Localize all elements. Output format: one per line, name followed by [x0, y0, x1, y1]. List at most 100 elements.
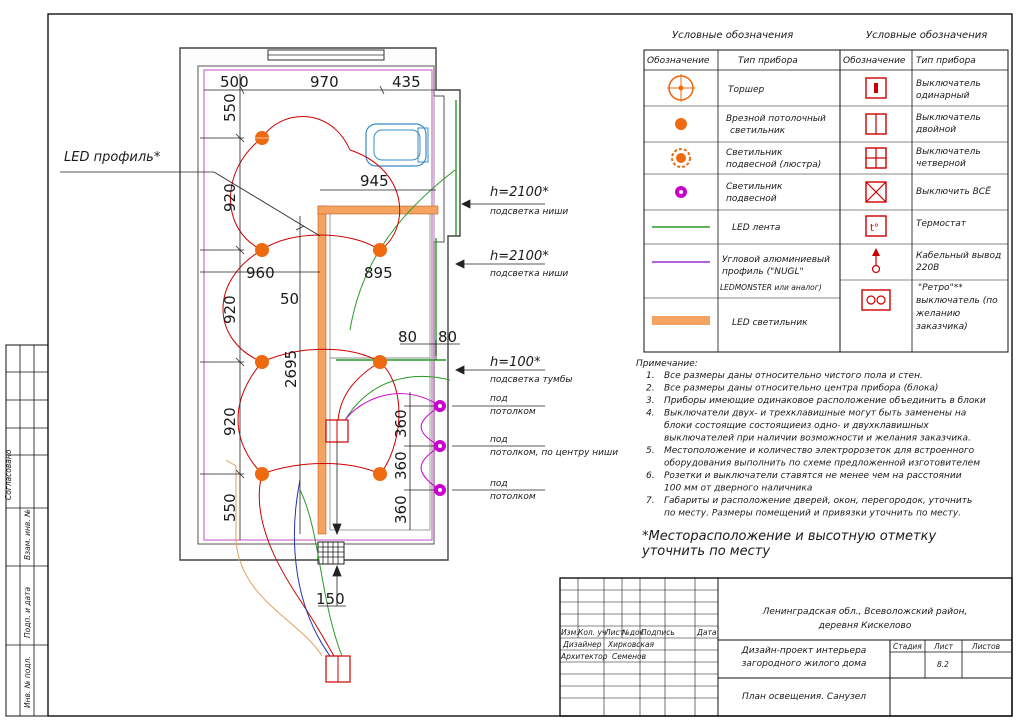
note-line: Габариты и расположение дверей, окон, пе… — [664, 496, 972, 506]
tb-head-sign: Подпись — [641, 628, 675, 637]
note-number: 4. — [646, 409, 655, 419]
note-line: Все размеры даны относительно чистого по… — [664, 371, 923, 381]
dim-500: 500 — [220, 73, 249, 91]
pendant-lights — [434, 400, 446, 496]
dim-550-top: 550 — [221, 93, 239, 122]
legend-right-7a: "Ретро"** — [918, 283, 963, 293]
legend-left-3a: Светильник — [726, 148, 783, 158]
floor-plan: 500 970 435 550 920 920 920 550 945 960 … — [60, 47, 618, 683]
tb-sheets-head: Листов — [971, 642, 1000, 651]
socket-3-line2: потолком — [490, 492, 536, 502]
dim-360-2: 360 — [392, 451, 410, 480]
dim-435: 435 — [392, 73, 421, 91]
recessed-light-icon — [675, 118, 687, 130]
footnote-line-1: *Месторасположение и высотную отметку — [642, 529, 936, 544]
dim-920-1: 920 — [221, 183, 239, 212]
ceiling-lights — [254, 131, 387, 481]
legend-left-4a: Светильник — [726, 182, 783, 192]
svg-text:t°: t° — [870, 223, 879, 234]
dim-360-1: 360 — [392, 409, 410, 438]
led-luminaire-icon — [652, 316, 710, 325]
tb-head-date: Дата — [696, 628, 717, 637]
legend-right-7d: заказчика) — [916, 322, 968, 332]
tb-stage-head: Стадия — [893, 642, 922, 651]
dim-2695: 2695 — [282, 350, 300, 388]
socket-2-line1: под — [490, 435, 508, 445]
tb-name-1: Хирковская — [607, 640, 655, 649]
recessed-light — [255, 467, 269, 481]
callout-3-height: h=100* — [490, 355, 541, 370]
dim-80-a: 80 — [398, 328, 417, 346]
note-number: 2. — [646, 384, 655, 394]
master-off-switch-icon — [865, 181, 887, 203]
dimension-lines — [60, 74, 460, 607]
tb-role-1: Дизайнер — [562, 640, 602, 649]
thermostat-icon: t° — [865, 215, 887, 237]
single-switch-icon — [865, 77, 887, 99]
note-line: Приборы имеющие одинаковое расположение … — [664, 396, 986, 406]
tb-sheet-head: Лист — [933, 642, 954, 651]
note-number: 3. — [646, 396, 655, 406]
socket-3-line1: под — [490, 479, 508, 489]
callout-leaders — [332, 199, 545, 606]
side-stamp-agreed: Согласовано — [4, 449, 13, 500]
note-number: 5. — [646, 446, 655, 456]
dim-360-3: 360 — [392, 495, 410, 524]
legend-left-3b: подвесной (люстра) — [726, 160, 821, 170]
callout-3-note: подсветка тумбы — [490, 375, 572, 385]
tb-head-kol: Кол. уч — [578, 628, 607, 637]
note-line: выключателей при наличии возможности и ж… — [664, 434, 971, 444]
legend-left-7: LED светильник — [732, 318, 808, 328]
wiring — [222, 116, 441, 657]
recessed-light — [373, 243, 387, 257]
tb-project-1: Дизайн-проект интерьера — [741, 646, 867, 656]
cable-outlet-icon — [871, 248, 881, 274]
side-stamp: Согласовано Взам. инв. № Подп. и дата Ин… — [4, 344, 49, 717]
toilet-fixture — [365, 123, 429, 167]
dim-50: 50 — [280, 290, 299, 308]
note-line: блоки состоящие состоящиеиз одно- и двух… — [664, 421, 929, 431]
note-line: Все размеры даны относительно центра при… — [664, 384, 938, 394]
led-profile-label: LED профиль* — [64, 150, 161, 165]
tb-drawing-title: План освещения. Санузел — [742, 692, 866, 702]
dim-960: 960 — [246, 264, 275, 282]
legend-right-6b: 220В — [916, 263, 939, 273]
callout-2-height: h=2100* — [490, 249, 549, 264]
legend-head-4: Тип прибора — [916, 56, 976, 66]
callout-1-note: подсветка ниши — [490, 207, 568, 217]
quad-switch-icon — [865, 147, 887, 169]
legend-left-1: Торшер — [728, 85, 764, 95]
note-number: 7. — [646, 496, 655, 506]
callout-2-note: подсветка ниши — [490, 269, 568, 279]
recessed-light — [373, 355, 387, 369]
footnote-line-2: уточнить по месту — [641, 544, 770, 559]
legend: Условные обозначения Условные обозначени… — [643, 29, 1009, 353]
legend-right-2a: Выключатель — [916, 113, 981, 123]
dim-550-bottom: 550 — [221, 493, 239, 522]
legend-right-5: Термостат — [916, 219, 967, 229]
notes-title: Примечание: — [636, 359, 698, 369]
legend-head-2: Тип прибора — [738, 56, 798, 66]
legend-left-2b: светильник — [730, 126, 786, 136]
retro-switch-icon — [861, 289, 891, 311]
legend-right-1a: Выключатель — [916, 79, 981, 89]
note-line: по месту. Размеры помещений и привязки у… — [664, 509, 961, 519]
note-line: Выключатели двух- и трехклавишные могут … — [664, 409, 966, 419]
socket-1-line1: под — [490, 394, 508, 404]
legend-left-6b: профиль ("NUGL" — [722, 267, 804, 277]
note-line: Розетки и выключатели ставятся не менее … — [664, 471, 962, 481]
legend-right-1b: одинарный — [916, 91, 970, 101]
legend-right-2b: двойной — [915, 125, 956, 135]
legend-head-3: Обозначение — [843, 56, 906, 66]
double-switch-icon — [865, 113, 887, 135]
legend-title-right: Условные обозначения — [866, 29, 987, 41]
tb-project-2: загородного жилого дома — [742, 659, 867, 669]
legend-right-3b: четверной — [916, 159, 966, 169]
note-line: 100 мм от дверного наличника — [664, 484, 812, 494]
side-stamp-sign-date: Подп. и дата — [23, 587, 32, 638]
socket-1-line2: потолком — [490, 407, 536, 417]
note-line: оборудования выполнить по схеме предложе… — [664, 459, 980, 469]
legend-left-6c: LEDMONSTER или аналог) — [720, 283, 822, 292]
tb-sheet-no: 8.2 — [937, 660, 949, 669]
